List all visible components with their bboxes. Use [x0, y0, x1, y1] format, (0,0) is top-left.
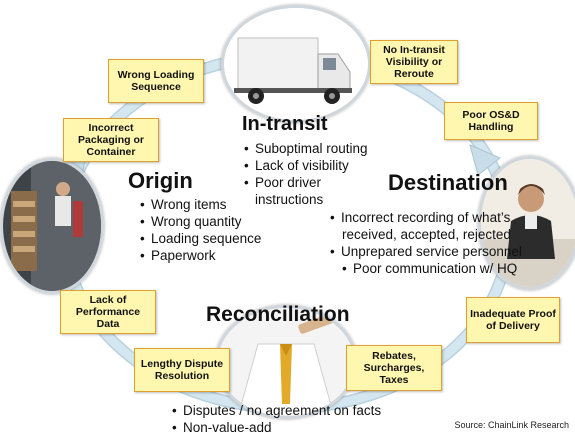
rebates-surcharges-taxes-callout: Rebates, Surcharges, Taxes [346, 345, 442, 391]
list-item: Suboptimal routing [244, 140, 368, 157]
list-item: Poor communication w/ HQ [342, 260, 522, 277]
list-item: Poor driver [244, 174, 368, 191]
list-item: instructions [255, 192, 324, 207]
list-item: Wrong quantity [140, 213, 261, 230]
wrong-loading-sequence-callout: Wrong Loading Sequence [108, 59, 204, 103]
lengthy-dispute-resolution-callout: Lengthy Dispute Resolution [134, 348, 230, 392]
list-item: received, accepted, rejected [342, 227, 511, 242]
list-item: Paperwork [140, 247, 261, 264]
incorrect-packaging-callout: Incorrect Packaging or Container [63, 118, 159, 162]
list-item: Loading sequence [140, 230, 261, 247]
inadequate-pod-callout: Inadequate Proof of Delivery [466, 297, 560, 343]
origin-bullets: Wrong items Wrong quantity Loading seque… [140, 196, 261, 264]
lack-of-performance-data-callout: Lack of Performance Data [60, 290, 156, 334]
in-transit-bullets: Suboptimal routing Lack of visibility Po… [244, 140, 368, 208]
origin-title: Origin [128, 168, 193, 193]
reconciliation-bullets: Disputes / no agreement on facts Non-val… [172, 402, 381, 436]
warehouse-photo [0, 158, 104, 294]
destination-bullets: Incorrect recording of what’s received, … [330, 209, 522, 277]
list-item: Unprepared service personnel [330, 243, 522, 260]
poor-osd-handling-callout: Poor OS&D Handling [444, 102, 538, 140]
source-credit: Source: ChainLink Research [454, 420, 569, 430]
list-item: Non-value-add [172, 419, 381, 436]
list-item: Wrong items [140, 196, 261, 213]
list-item: Disputes / no agreement on facts [172, 402, 381, 419]
in-transit-title: In-transit [242, 113, 328, 135]
destination-title: Destination [388, 170, 508, 195]
no-intransit-visibility-callout: No In-transit Visibility or Reroute [370, 40, 458, 84]
truck-photo [221, 5, 371, 123]
arrowhead-destination [469, 144, 501, 176]
list-item: Lack of visibility [244, 157, 368, 174]
reconciliation-title: Reconciliation [206, 303, 350, 326]
list-item: Incorrect recording of what’s [330, 209, 522, 226]
